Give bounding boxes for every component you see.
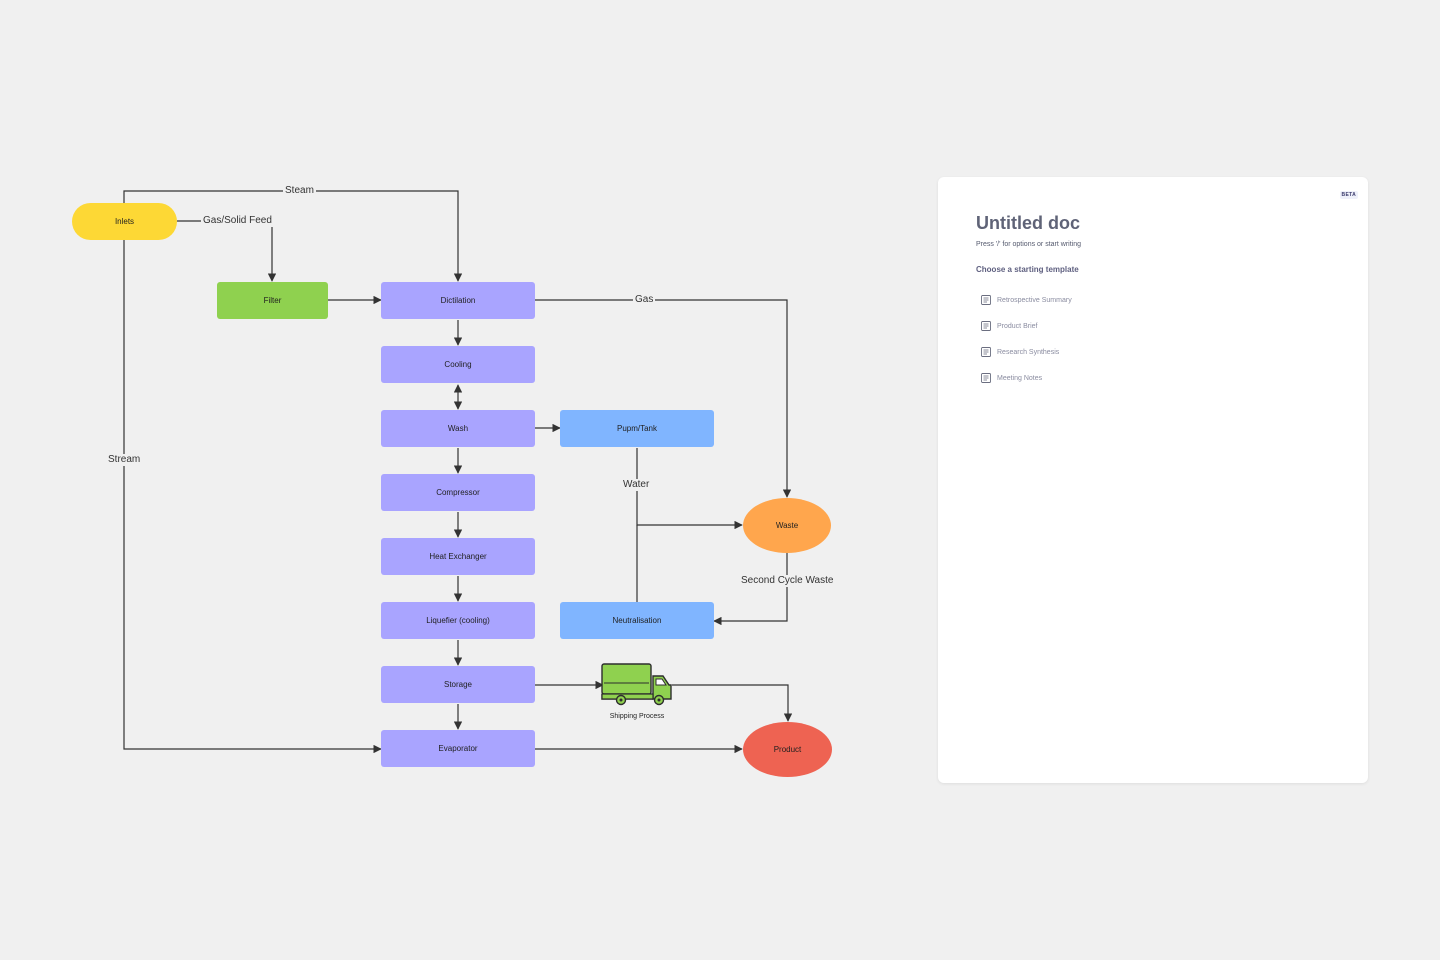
template-research-synthesis[interactable]: Research Synthesis — [981, 339, 1072, 365]
node-neutralisation[interactable]: Neutralisation — [560, 602, 714, 639]
node-wash[interactable]: Wash — [381, 410, 535, 447]
node-evaporator[interactable]: Evaporator — [381, 730, 535, 767]
node-heat-exchanger[interactable]: Heat Exchanger — [381, 538, 535, 575]
node-compressor[interactable]: Compressor — [381, 474, 535, 511]
template-label: Meeting Notes — [997, 374, 1043, 382]
beta-badge: BETA — [1339, 191, 1358, 199]
label-second-cycle-waste: Second Cycle Waste — [739, 575, 836, 587]
label-steam: Steam — [283, 185, 316, 197]
node-pump-tank[interactable]: Pupm/Tank — [560, 410, 714, 447]
node-product[interactable]: Product — [743, 722, 832, 777]
document-icon — [981, 321, 991, 331]
template-label: Retrospective Summary — [997, 296, 1072, 304]
doc-title[interactable]: Untitled doc — [976, 213, 1080, 233]
node-inlets[interactable]: Inlets — [72, 203, 177, 240]
label-stream: Stream — [106, 454, 143, 466]
template-retrospective-summary[interactable]: Retrospective Summary — [981, 287, 1072, 313]
template-label: Research Synthesis — [997, 348, 1060, 356]
edge-steam — [123, 190, 463, 282]
shipping-process-label: Shipping Process — [609, 712, 665, 720]
node-filter[interactable]: Filter — [217, 282, 328, 319]
document-icon — [981, 347, 991, 357]
label-gas-solid-feed: Gas/Solid Feed — [201, 215, 274, 227]
edge-second-cycle-waste — [713, 553, 788, 626]
doc-panel[interactable]: BETA Untitled doc Press '/' for options … — [938, 177, 1368, 783]
node-waste[interactable]: Waste — [743, 498, 831, 553]
edge-water — [636, 448, 743, 530]
label-gas: Gas — [633, 294, 656, 306]
template-label: Product Brief — [997, 322, 1038, 330]
node-liquefier[interactable]: Liquefier (cooling) — [381, 602, 535, 639]
node-cooling[interactable]: Cooling — [381, 346, 535, 383]
template-product-brief[interactable]: Product Brief — [981, 313, 1072, 339]
node-storage[interactable]: Storage — [381, 666, 535, 703]
label-water: Water — [621, 479, 652, 491]
doc-hint: Press '/' for options or start writing — [976, 241, 1081, 248]
node-distillation[interactable]: Dictilation — [381, 282, 535, 319]
document-icon — [981, 295, 991, 305]
edge-shipping-product — [672, 684, 793, 722]
template-meeting-notes[interactable]: Meeting Notes — [981, 365, 1072, 391]
edge-gas — [535, 299, 792, 498]
template-list: Retrospective Summary Product Brief — [981, 287, 1072, 391]
templates-heading: Choose a starting template — [976, 265, 1079, 274]
edge-gas-solid-feed — [177, 220, 277, 282]
edge-stream — [123, 240, 382, 754]
document-icon — [981, 373, 991, 383]
truck-icon — [601, 663, 672, 706]
